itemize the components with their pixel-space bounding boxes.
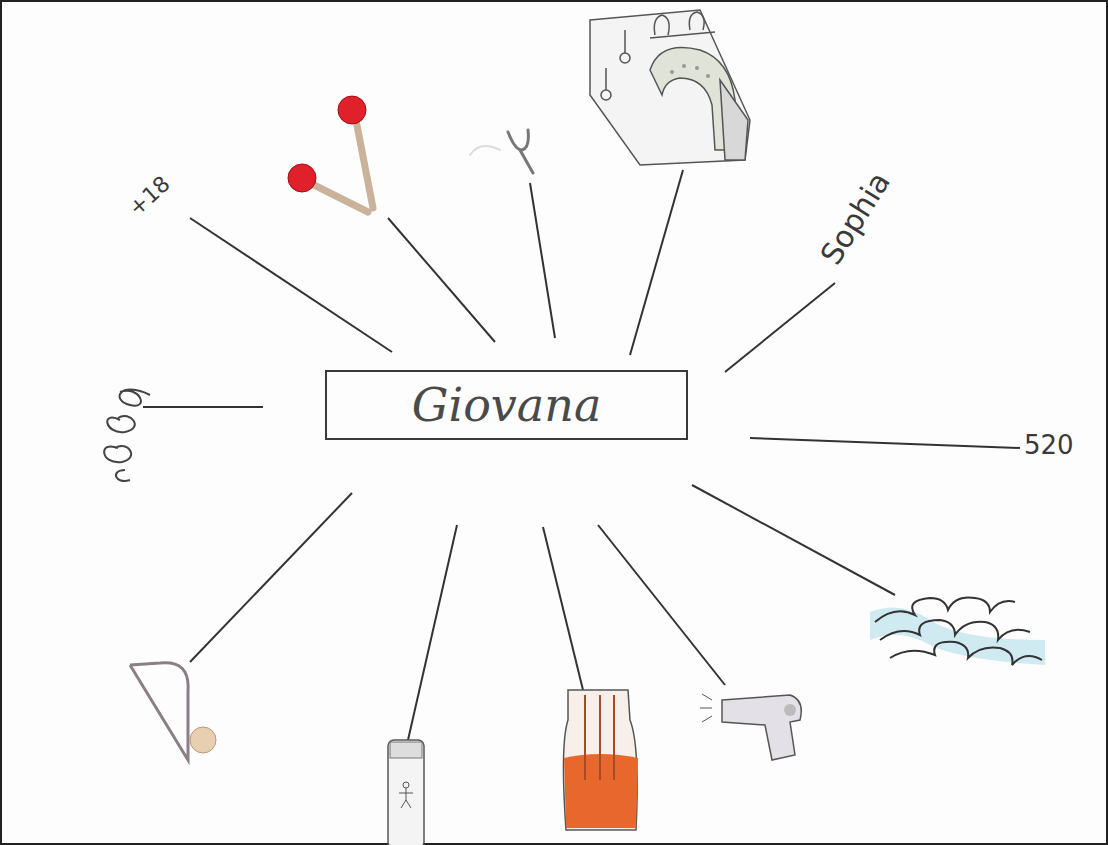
match-stick — [355, 115, 373, 208]
leader-line — [190, 218, 392, 352]
deodorant-drawing — [388, 740, 424, 845]
leader-line — [530, 183, 555, 338]
jar-drawing — [563, 690, 638, 830]
wave-lines — [875, 598, 1042, 666]
machine-body — [590, 10, 750, 165]
leader-lines — [143, 170, 1020, 740]
wrench-handle — [520, 150, 533, 173]
wrench-jaw — [508, 130, 528, 150]
water-fill — [870, 608, 1045, 666]
machine-side — [720, 80, 748, 160]
branch-label: Sophia — [813, 166, 897, 271]
machine-dots — [670, 64, 710, 78]
name-box: Giovana — [325, 370, 688, 440]
jar-sticks — [585, 695, 614, 780]
branch-label: 520 — [1024, 430, 1074, 460]
leader-line — [750, 438, 1020, 448]
match-head — [288, 164, 316, 192]
note-head — [190, 727, 216, 753]
match-stick — [308, 182, 368, 212]
dryer-air — [700, 694, 712, 722]
leader-line — [190, 493, 352, 662]
wrench-drawing — [470, 130, 533, 173]
branch-label: +18 — [124, 171, 175, 221]
leader-line — [630, 170, 683, 355]
waves-drawing — [870, 598, 1045, 666]
can-figure — [399, 788, 413, 808]
leader-line — [692, 485, 895, 595]
jar-glass — [563, 690, 637, 830]
dryer-vent — [784, 704, 796, 716]
can-figure — [403, 782, 409, 788]
dryer-body — [722, 695, 801, 760]
matches-drawing — [288, 96, 373, 212]
leader-line — [543, 527, 583, 690]
note-stem — [130, 663, 188, 760]
leader-line — [388, 218, 495, 342]
music-note-drawing — [130, 663, 216, 760]
match-head — [338, 96, 366, 124]
spring-drawing — [104, 390, 150, 482]
hair-dryer-drawing — [700, 694, 801, 760]
can-cap — [390, 742, 422, 758]
leader-line — [725, 283, 835, 372]
sketch-trace — [470, 146, 500, 155]
leader-line — [408, 525, 457, 740]
machine-drawing — [590, 10, 750, 165]
can-body — [388, 740, 424, 845]
leader-line — [598, 525, 725, 685]
leader-line — [143, 406, 263, 408]
name-text: Giovana — [412, 378, 602, 432]
machine-knobs — [601, 12, 715, 100]
